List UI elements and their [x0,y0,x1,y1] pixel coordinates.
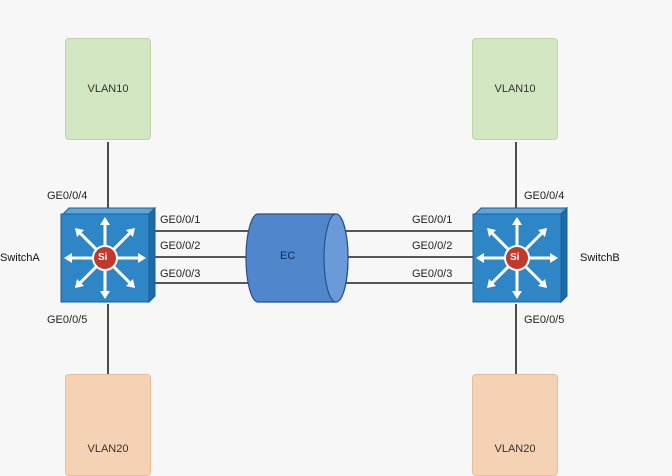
switcha-name: SwitchA [0,252,40,264]
port-label-switchb-down: GE0/0/5 [524,314,565,326]
port-label-b-ge3: GE0/0/3 [412,268,453,280]
vlan20-left-box: VLAN20 [65,374,151,476]
vlan10-right-box: VLAN10 [472,38,558,140]
port-label-switchb-up: GE0/0/4 [524,190,565,202]
switchb-emblem: Si [510,252,520,263]
vlan20-right-label: VLAN20 [494,443,536,455]
switchb-name: SwitchB [580,252,620,264]
port-label-a-ge3: GE0/0/3 [160,268,201,280]
vlan10-right-label: VLAN10 [494,83,536,95]
vlan20-right-box: VLAN20 [472,374,558,476]
switcha-emblem: Si [98,252,108,263]
switcha-icon [60,206,157,304]
port-label-a-ge2: GE0/0/2 [160,240,201,252]
port-label-switcha-down: GE0/0/5 [47,314,88,326]
port-label-b-ge1: GE0/0/1 [412,214,453,226]
port-label-b-ge2: GE0/0/2 [412,240,453,252]
vlan10-left-label: VLAN10 [87,83,129,95]
port-label-switcha-up: GE0/0/4 [47,190,88,202]
ec-cylinder [245,213,349,303]
vlan20-left-label: VLAN20 [87,443,129,455]
network-diagram: VLAN10 VLAN10 VLAN20 VLAN20 [0,38,620,476]
vlan10-left-box: VLAN10 [65,38,151,140]
switchb-icon [472,206,569,304]
port-label-a-ge1: GE0/0/1 [160,214,201,226]
connection-lines [107,142,517,374]
ec-label: EC [280,250,296,262]
